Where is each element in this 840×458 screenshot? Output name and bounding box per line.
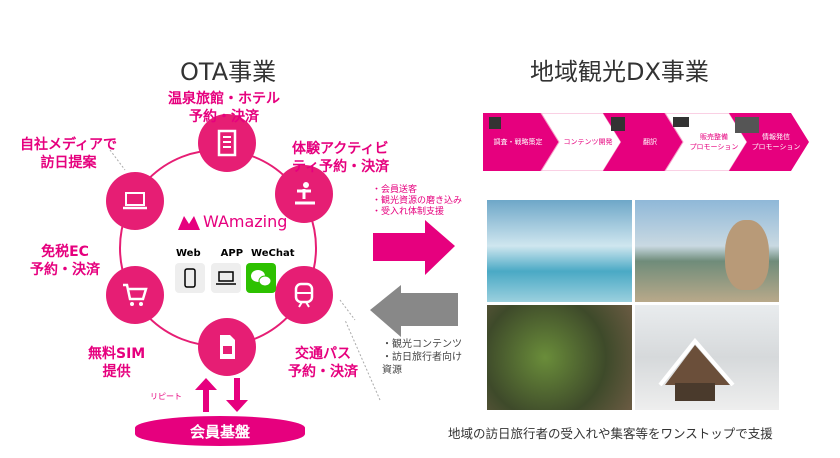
photo-rabbit bbox=[635, 200, 779, 302]
flow-left-1: ・観光コンテンツ bbox=[382, 339, 462, 350]
cart-icon bbox=[106, 266, 164, 324]
label-hotel: 温泉旅館・ホテル 予約・決済 bbox=[168, 91, 280, 125]
repeat-label: リピート bbox=[150, 392, 182, 401]
channel-app: APP bbox=[220, 248, 244, 259]
wamazing-logo: WAmazing bbox=[178, 212, 287, 231]
label-transport: 交通パス 予約・決済 bbox=[288, 346, 358, 380]
photo-snow-village bbox=[635, 305, 779, 410]
label-media: 自社メディアで 訪日提案 bbox=[20, 137, 118, 171]
phone-icon bbox=[175, 263, 205, 293]
dx-title: 地域観光DX事業 bbox=[530, 58, 709, 86]
laptop-small-icon bbox=[211, 263, 241, 293]
repeat-arrows-icon bbox=[195, 378, 248, 412]
channel-wechat: WeChat bbox=[251, 248, 295, 259]
flow-right-2: ・観光資源の磨き込み bbox=[372, 196, 463, 206]
ota-title: OTA事業 bbox=[180, 58, 277, 86]
label-sim: 無料SIM 提供 bbox=[88, 346, 146, 380]
train-icon bbox=[275, 266, 333, 324]
channel-web: Web bbox=[176, 248, 201, 259]
label-activity: 体験アクティビ ティ予約・決済 bbox=[292, 141, 390, 175]
member-base: 会員基盤 bbox=[135, 416, 305, 446]
dx-caption: 地域の訪日旅行者の受入れや集客等をワンストップで支援 bbox=[448, 426, 773, 441]
hotel-icon bbox=[198, 114, 256, 172]
ski-icon bbox=[275, 165, 333, 223]
photo-vegetables bbox=[487, 305, 632, 410]
step-content: コンテンツ開発 bbox=[563, 138, 613, 146]
sim-icon bbox=[198, 318, 256, 376]
step-promotion: 情報発信 プロモーション bbox=[751, 133, 801, 151]
flow-right-1: ・会員送客 bbox=[372, 185, 418, 195]
flow-right-3: ・受入れ体制支援 bbox=[372, 207, 445, 217]
wechat-icon bbox=[246, 263, 276, 293]
laptop-icon bbox=[106, 172, 164, 230]
step-research: 調査・戦略策定 bbox=[493, 138, 543, 146]
step-translation: 翻訳 bbox=[643, 138, 657, 146]
flow-left-2: ・訪日旅行者向け bbox=[382, 352, 462, 363]
dx-steps-chevrons bbox=[483, 113, 809, 171]
arrow-left-icon bbox=[370, 285, 458, 337]
step-sales: 販売整備 プロモーション bbox=[689, 133, 739, 151]
flow-left-3: 資源 bbox=[382, 365, 402, 376]
photo-blue-pond bbox=[487, 200, 632, 302]
arrow-right-icon bbox=[373, 220, 455, 275]
label-ec: 免税EC 予約・決済 bbox=[30, 244, 100, 278]
